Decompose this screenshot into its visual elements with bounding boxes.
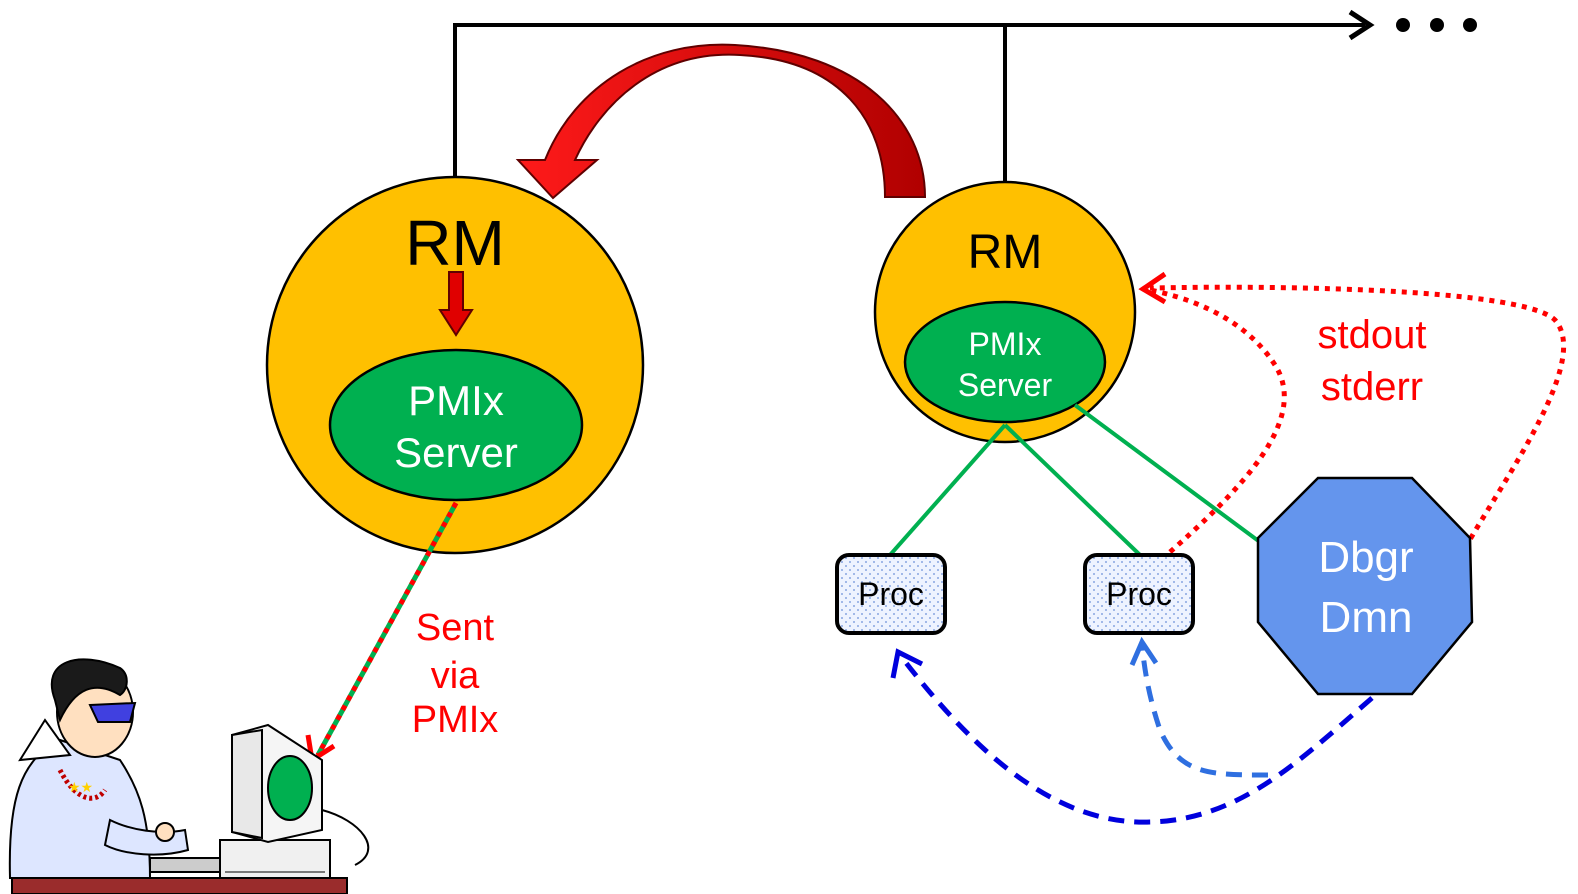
proc-label-1: Proc	[858, 576, 924, 612]
attach-paths	[898, 653, 1374, 825]
left-server-line1: PMIx	[408, 377, 504, 424]
svg-text:★★: ★★	[68, 780, 93, 796]
sent-line1: Sent	[416, 607, 495, 649]
attach-path-short	[1139, 644, 1269, 778]
stderr-label: stderr	[1321, 365, 1423, 409]
monitor-screen-icon	[267, 755, 313, 821]
server-connectors	[888, 403, 1270, 557]
right-rm-label: RM	[968, 226, 1043, 279]
user-at-computer-icon: ★★	[8, 658, 370, 894]
proc-label-2: Proc	[1106, 576, 1172, 612]
left-pmix-server	[328, 348, 584, 502]
debugger-daemon	[1256, 476, 1474, 696]
network-bus	[453, 9, 1477, 182]
ellipsis-icon	[1396, 18, 1477, 32]
attach-arrowhead-2-icon	[1129, 636, 1159, 666]
left-server-line2: Server	[394, 429, 518, 476]
right-pmix-server	[903, 300, 1107, 424]
left-rm-label: RM	[405, 207, 505, 279]
stdout-paths	[1149, 284, 1567, 554]
sent-line3: PMIx	[412, 699, 499, 741]
debugger-line2: Dmn	[1320, 593, 1413, 642]
proc-box-2	[1083, 553, 1195, 635]
proc-box-1	[835, 553, 947, 635]
bus-arrowhead-icon	[1348, 9, 1375, 41]
sent-line2: via	[431, 655, 480, 697]
attach-arrowhead-1-icon	[890, 648, 924, 679]
stdout-label: stdout	[1318, 313, 1427, 357]
stdout-arrowhead-icon	[1138, 271, 1167, 305]
migration-arrow-icon	[515, 43, 927, 200]
right-server-line2: Server	[958, 367, 1053, 403]
debugger-line1: Dbgr	[1318, 533, 1413, 582]
right-server-line1: PMIx	[969, 326, 1042, 362]
down-arrow-icon	[438, 271, 474, 337]
